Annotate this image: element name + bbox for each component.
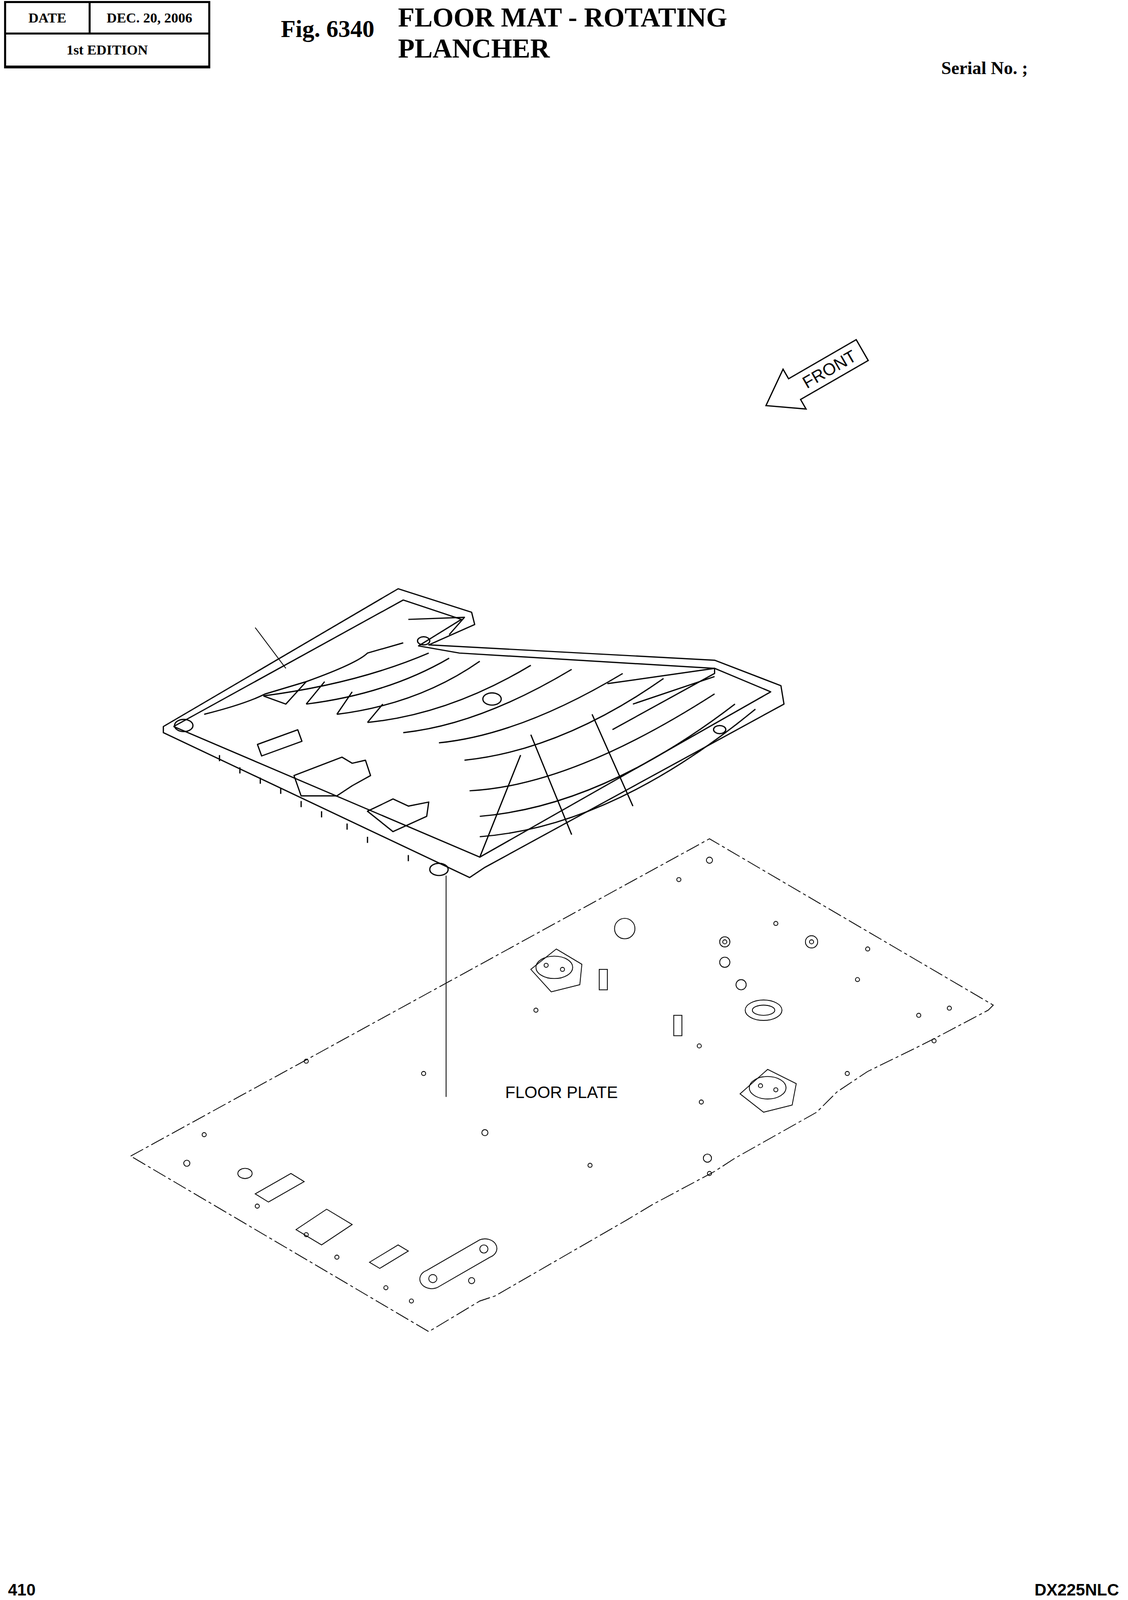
page-number: 410 (8, 1581, 36, 1600)
front-arrow: FRONT (751, 327, 877, 429)
figure-number: Fig. 6340 (280, 15, 375, 43)
french-title: PLANCHER (398, 33, 550, 65)
cell-text: DEC. 20, 2006 (106, 10, 193, 27)
part-label: FLOOR PLATE (505, 1083, 618, 1103)
date-cell: DATE (5, 2, 90, 34)
model-number: DX225NLC (1034, 1581, 1119, 1600)
leader-line (255, 627, 447, 1098)
floor-mat (163, 588, 785, 878)
date-frame (5, 2, 210, 68)
floor-plate (130, 839, 994, 1333)
figure-title: FLOOR MAT - ROTATING (398, 2, 728, 34)
serial-number: Serial No. ; (941, 57, 1028, 79)
date-cell: DEC. 20, 2006 (89, 2, 210, 34)
edition-cell: 1st EDITION (5, 33, 210, 67)
cell-text: DATE (28, 10, 67, 27)
cell-text: 1st EDITION (66, 42, 149, 59)
